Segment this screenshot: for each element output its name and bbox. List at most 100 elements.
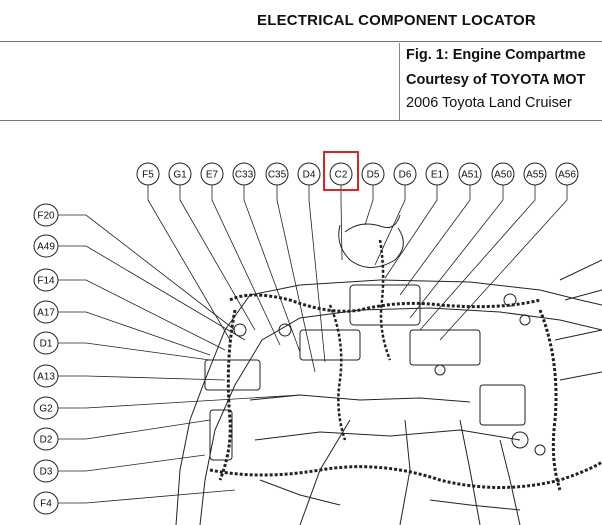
- leader-line: [374, 185, 406, 266]
- connector-label: D1: [40, 339, 53, 350]
- leader-lines: [58, 185, 568, 504]
- callout-circle: [33, 331, 59, 355]
- connector-callout: G1: [168, 162, 192, 186]
- connector-label: D3: [40, 467, 53, 478]
- callout-circle: [491, 162, 515, 186]
- callout-circle: [33, 300, 59, 324]
- connector-callout: A17: [33, 300, 59, 324]
- leader-line: [243, 185, 301, 353]
- connector-callout: D1: [33, 331, 59, 355]
- leader-line: [211, 185, 281, 346]
- leader-line: [58, 489, 236, 504]
- caption-bottom-rule: [0, 120, 602, 121]
- callout-circle: [425, 162, 449, 186]
- leader-line: [58, 342, 211, 361]
- leader-line: [179, 185, 256, 331]
- callout-circle: [33, 203, 59, 227]
- connector-label: G2: [39, 404, 53, 415]
- callout-circle: [33, 234, 59, 258]
- leader-line: [340, 185, 343, 261]
- connector-callout: A55: [523, 162, 547, 186]
- connector-callout: D6: [393, 162, 417, 186]
- callout-circle: [168, 162, 192, 186]
- connector-callout: A56: [555, 162, 579, 186]
- figure-caption-vehicle: 2006 Toyota Land Cruiser: [406, 95, 572, 111]
- callout-circle: [329, 162, 353, 186]
- connector-label: F20: [37, 211, 55, 222]
- leader-line: [439, 185, 568, 341]
- caption-divider: [399, 43, 400, 120]
- connector-callout: A51: [458, 162, 482, 186]
- page-title: ELECTRICAL COMPONENT LOCATOR: [257, 12, 536, 29]
- leader-line: [364, 185, 374, 226]
- connector-label: F4: [40, 499, 52, 510]
- connector-label: A13: [37, 372, 55, 383]
- connector-label: E7: [206, 170, 219, 181]
- connector-label: C33: [235, 170, 254, 181]
- callout-circle: [523, 162, 547, 186]
- connector-label: C2: [335, 170, 348, 181]
- callout-circle: [33, 364, 59, 388]
- callout-circle: [297, 162, 321, 186]
- connector-label: A55: [526, 170, 544, 181]
- connector-label: D5: [367, 170, 380, 181]
- connector-label: A51: [461, 170, 479, 181]
- leader-line: [308, 185, 326, 363]
- connector-callout: D3: [33, 459, 59, 483]
- figure-caption-courtesy: Courtesy of TOYOTA MOT: [406, 72, 586, 88]
- connector-callout: E1: [425, 162, 449, 186]
- connector-callout: A49: [33, 234, 59, 258]
- connector-label: G1: [173, 170, 187, 181]
- figure-caption-title: Fig. 1: Engine Compartme: [406, 47, 586, 63]
- connector-callout: D5: [361, 162, 385, 186]
- connector-callout: E7: [200, 162, 224, 186]
- connector-label: A50: [494, 170, 512, 181]
- connector-label: A17: [37, 308, 55, 319]
- leader-line: [58, 245, 246, 341]
- leader-line: [384, 185, 438, 279]
- leader-line: [419, 185, 536, 331]
- engine-line-art: [175, 214, 602, 525]
- leader-line: [58, 394, 301, 409]
- callout-circle: [555, 162, 579, 186]
- leader-line: [147, 185, 231, 341]
- leader-line: [58, 454, 206, 472]
- leader-line: [409, 185, 504, 319]
- leader-line: [58, 375, 226, 381]
- leader-line: [58, 311, 211, 356]
- header-divider: [0, 41, 602, 42]
- leader-line: [58, 279, 226, 351]
- callout-circle: [265, 162, 289, 186]
- connector-callout: C33: [232, 162, 256, 186]
- connector-callout: F14: [33, 268, 59, 292]
- connector-callout: D4: [297, 162, 321, 186]
- connector-callout: F5: [136, 162, 160, 186]
- connector-callout: A50: [491, 162, 515, 186]
- callout-circle: [33, 459, 59, 483]
- connector-label: F5: [142, 170, 154, 181]
- leader-line: [399, 185, 471, 296]
- connector-label: F14: [37, 276, 55, 287]
- connector-label: C35: [268, 170, 287, 181]
- callout-circle: [33, 491, 59, 515]
- connector-label: D4: [303, 170, 316, 181]
- callout-circle: [393, 162, 417, 186]
- connector-callout: F4: [33, 491, 59, 515]
- callout-circle: [458, 162, 482, 186]
- callout-circle: [200, 162, 224, 186]
- connector-label: D6: [399, 170, 412, 181]
- leader-line: [276, 185, 316, 373]
- callout-circle: [361, 162, 385, 186]
- connector-label: D2: [40, 435, 53, 446]
- callout-circle: [33, 427, 59, 451]
- highlight-box: [323, 151, 359, 191]
- callout-circle: [33, 268, 59, 292]
- connector-label: A56: [558, 170, 576, 181]
- top-connector-callouts: F5 G1 E7 C33 C35 D4 C2 D5 D6 E1 A51 A50 A55 A56: [136, 162, 579, 186]
- connector-label: A49: [37, 242, 55, 253]
- leader-line: [58, 419, 211, 440]
- connector-callout: C35: [265, 162, 289, 186]
- connector-callout: C2: [329, 162, 353, 186]
